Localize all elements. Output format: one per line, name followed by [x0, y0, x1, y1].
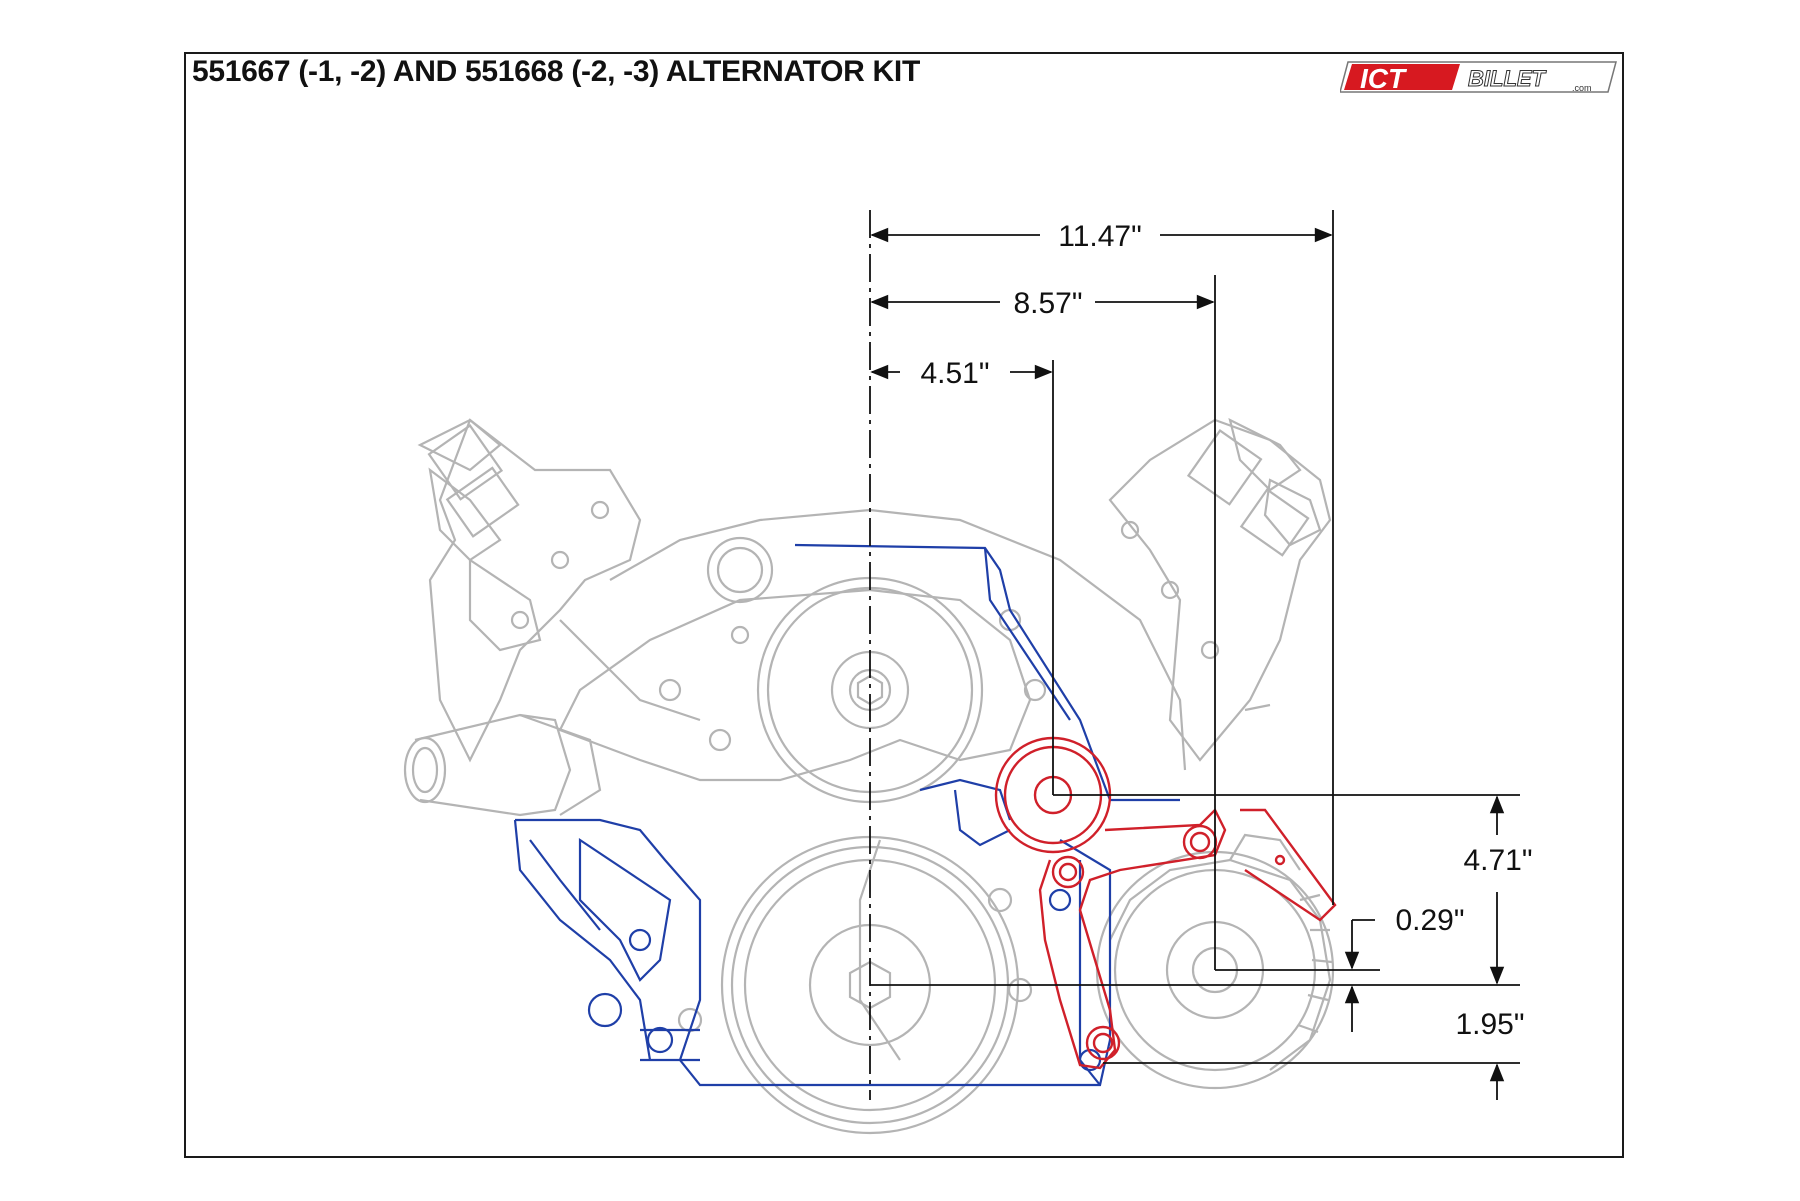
logo-main-text: ICT: [1360, 63, 1408, 94]
logo-sub-text: BILLET: [1468, 66, 1547, 91]
logo-suffix-text: .com: [1572, 83, 1592, 93]
drawing-border: [184, 52, 1624, 1158]
vertical-dimensions: [1344, 795, 1505, 1100]
centerlines: [869, 210, 1520, 1100]
engine-block: [403, 417, 1335, 1135]
dim-4-51: 4.51": [920, 357, 989, 390]
dim-4-71: 4.71": [1463, 844, 1532, 877]
dim-0-29: 0.29": [1395, 904, 1464, 937]
horizontal-dimensions: [870, 227, 1333, 380]
dim-11-47: 11.47": [1058, 220, 1142, 253]
alternator-bracket: [994, 736, 1337, 1070]
dim-1-95: 1.95": [1455, 1008, 1524, 1041]
drawing-title: 551667 (-1, -2) AND 551668 (-2, -3) ALTE…: [192, 55, 920, 88]
timing-cover: [513, 543, 1180, 1087]
ict-billet-logo: ICT BILLET .com: [1340, 61, 1617, 94]
dim-8-57: 8.57": [1013, 287, 1082, 320]
